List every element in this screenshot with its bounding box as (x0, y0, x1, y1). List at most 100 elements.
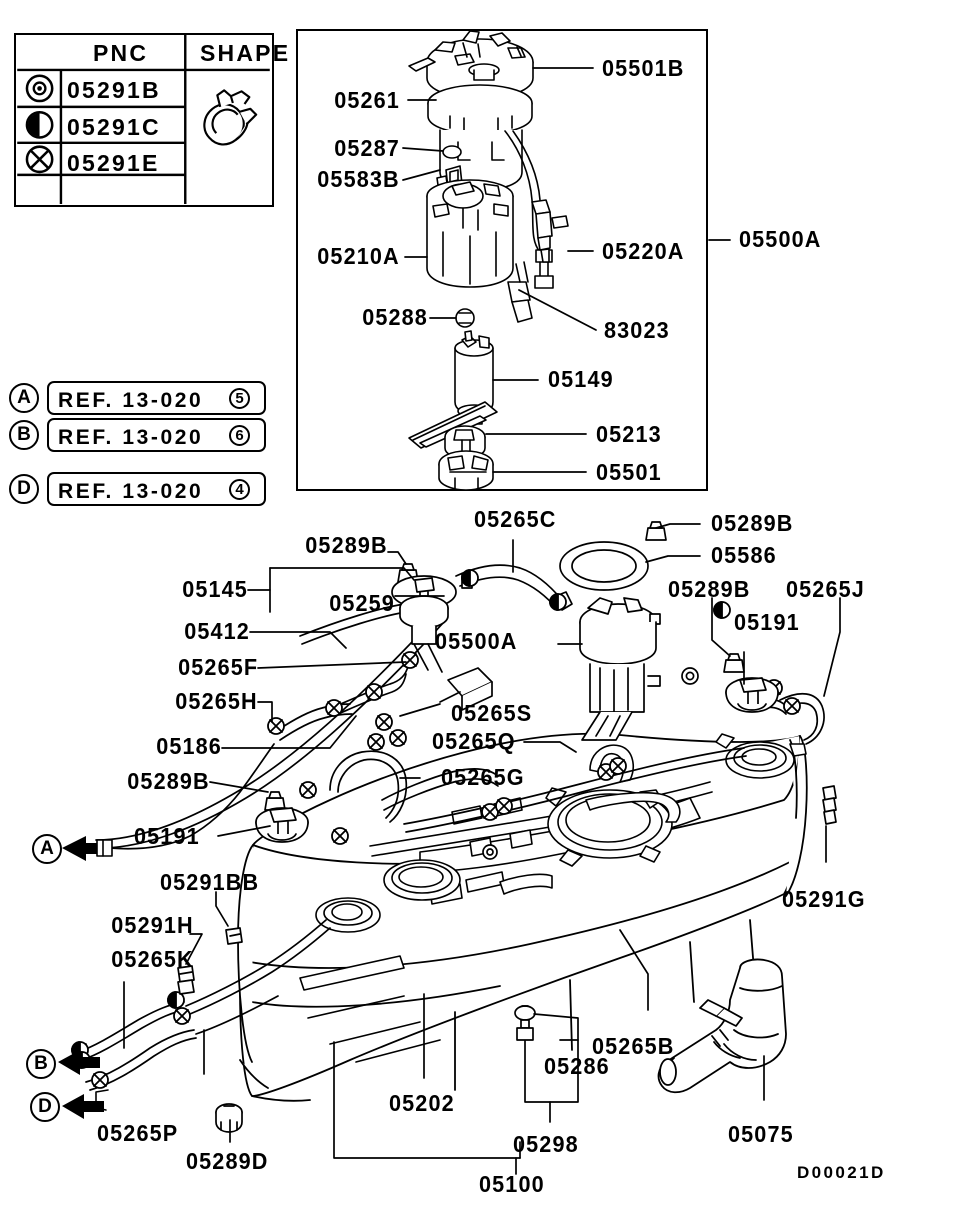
tube-05145-branch (299, 603, 407, 645)
pnc-table-header-pnc: PNC (93, 40, 149, 66)
callout-05075: 05075 (728, 1121, 794, 1147)
pnc-table: PNC SHAPE 05291B 05291C 05291E (14, 33, 288, 207)
callout-05149: 05149 (548, 366, 614, 392)
callout-05586: 05586 (711, 542, 777, 568)
part-05288 (455, 308, 475, 328)
main-leader-lines (123, 523, 841, 1175)
callout-05259: 05259 (329, 590, 395, 616)
callout-05265B: 05265B (592, 1033, 675, 1059)
part-05220A (531, 199, 569, 263)
callout-05501B: 05501B (602, 55, 685, 81)
ref-d-num: 4 (235, 481, 244, 498)
pnc-table-cell-pnc-0: 05291B (67, 77, 161, 103)
part-05291G (822, 785, 837, 825)
callout-05500A-assembly: 05500A (739, 226, 822, 252)
ref-box-b-number: 6 (229, 425, 250, 446)
pnc-table-cell-pnc-2: 05291E (67, 150, 160, 176)
ref-box-d-text: REF. 13-020 (58, 480, 204, 503)
pnc-table-grid (17, 35, 270, 204)
callout-83023: 83023 (604, 317, 670, 343)
callout-05287: 05287 (334, 135, 400, 161)
pnc-table-header-shape: SHAPE (200, 40, 291, 66)
part-05289D (215, 1103, 243, 1133)
tube-tank-top-run (403, 747, 747, 833)
callout-05265G: 05265G (441, 764, 525, 790)
arrow-a-fitting (96, 839, 113, 857)
callout-05501: 05501 (596, 459, 662, 485)
ref-box-a-text: REF. 13-020 (58, 389, 204, 412)
pnc-table-cell-pnc-1: 05291C (67, 114, 161, 140)
callout-05265K: 05265K (111, 946, 194, 972)
part-83023 (507, 261, 533, 323)
part-05210A (426, 179, 514, 288)
clamp-symbol-x (91, 651, 801, 1089)
arrow-d (62, 1094, 104, 1119)
callout-05298: 05298 (513, 1131, 579, 1157)
part-05259 (391, 575, 457, 673)
ref-box-b-text: REF. 13-020 (58, 426, 204, 449)
callout-05213: 05213 (596, 421, 662, 447)
tube-05265K (73, 1001, 187, 1063)
part-05191-left (255, 807, 309, 843)
callout-05265S: 05265S (451, 700, 533, 726)
ref-box-d-number: 4 (229, 479, 250, 500)
part-05291H (177, 965, 195, 995)
callout-05261: 05261 (334, 87, 400, 113)
arrow-a (62, 836, 110, 861)
callout-05202: 05202 (389, 1090, 455, 1116)
tube-05265Q (381, 768, 499, 811)
part-05291BB (225, 927, 243, 945)
callout-05265P: 05265P (97, 1120, 179, 1146)
tube-05265G (329, 750, 408, 823)
ref-tag-b: B (9, 420, 39, 450)
callout-05145: 05145 (182, 576, 248, 602)
arrow-b (58, 1050, 100, 1075)
callout-05265Q: 05265Q (432, 728, 516, 754)
clamp-symbol-dot (482, 667, 699, 860)
callout-05412: 05412 (184, 618, 250, 644)
callout-05265H: 05265H (175, 688, 258, 714)
tube-05265F (335, 665, 409, 715)
ref-tag-d: D (9, 474, 39, 504)
arrow-tag-b: B (26, 1049, 56, 1079)
tank-opening-left (315, 897, 381, 933)
tank-hose-clips (499, 744, 681, 895)
hose-clamp-icon (203, 89, 258, 146)
callout-05220A: 05220A (602, 238, 685, 264)
diagram-id-code: D00021D (797, 1163, 886, 1182)
callout-05289B-1: 05289B (711, 510, 794, 536)
x-in-circle-icon (25, 145, 54, 174)
tube-05289B-left (109, 743, 275, 850)
callout-05289B-2: 05289B (668, 576, 751, 602)
part-05586 (559, 541, 649, 591)
arrow-tag-d: D (30, 1092, 60, 1122)
callout-05286: 05286 (544, 1053, 610, 1079)
callout-05500A-tank: 05500A (435, 628, 518, 654)
ref-box-a (47, 381, 266, 415)
callout-05265F: 05265F (177, 654, 258, 680)
tank-opening-right-rear (715, 733, 807, 779)
callout-05289D: 05289D (186, 1148, 269, 1174)
arrow-tag-a: A (32, 834, 62, 864)
callout-05191-right: 05191 (734, 609, 800, 635)
tank-pump-opening-mid (383, 859, 461, 901)
ref-box-d (47, 472, 266, 506)
part-05501 (438, 450, 494, 491)
callout-05291BB: 05291BB (160, 869, 260, 895)
callout-05291G: 05291G (782, 886, 866, 912)
part-05286 (514, 1005, 536, 1041)
ref-box-a-number: 5 (229, 388, 250, 409)
callout-05291H: 05291H (111, 912, 194, 938)
callout-05289B-3: 05289B (305, 532, 388, 558)
part-05261 (427, 84, 533, 135)
ref-box-b (47, 418, 266, 452)
part-05500A-tank (579, 597, 661, 741)
callout-05289B-4: 05289B (127, 768, 210, 794)
ref-tag-a: A (9, 383, 39, 413)
callout-05191-left: 05191 (134, 823, 200, 849)
callout-05583B: 05583B (317, 166, 400, 192)
callout-05288: 05288 (362, 304, 428, 330)
half-filled-circle-icon (25, 110, 54, 139)
part-05075 (657, 958, 787, 1094)
